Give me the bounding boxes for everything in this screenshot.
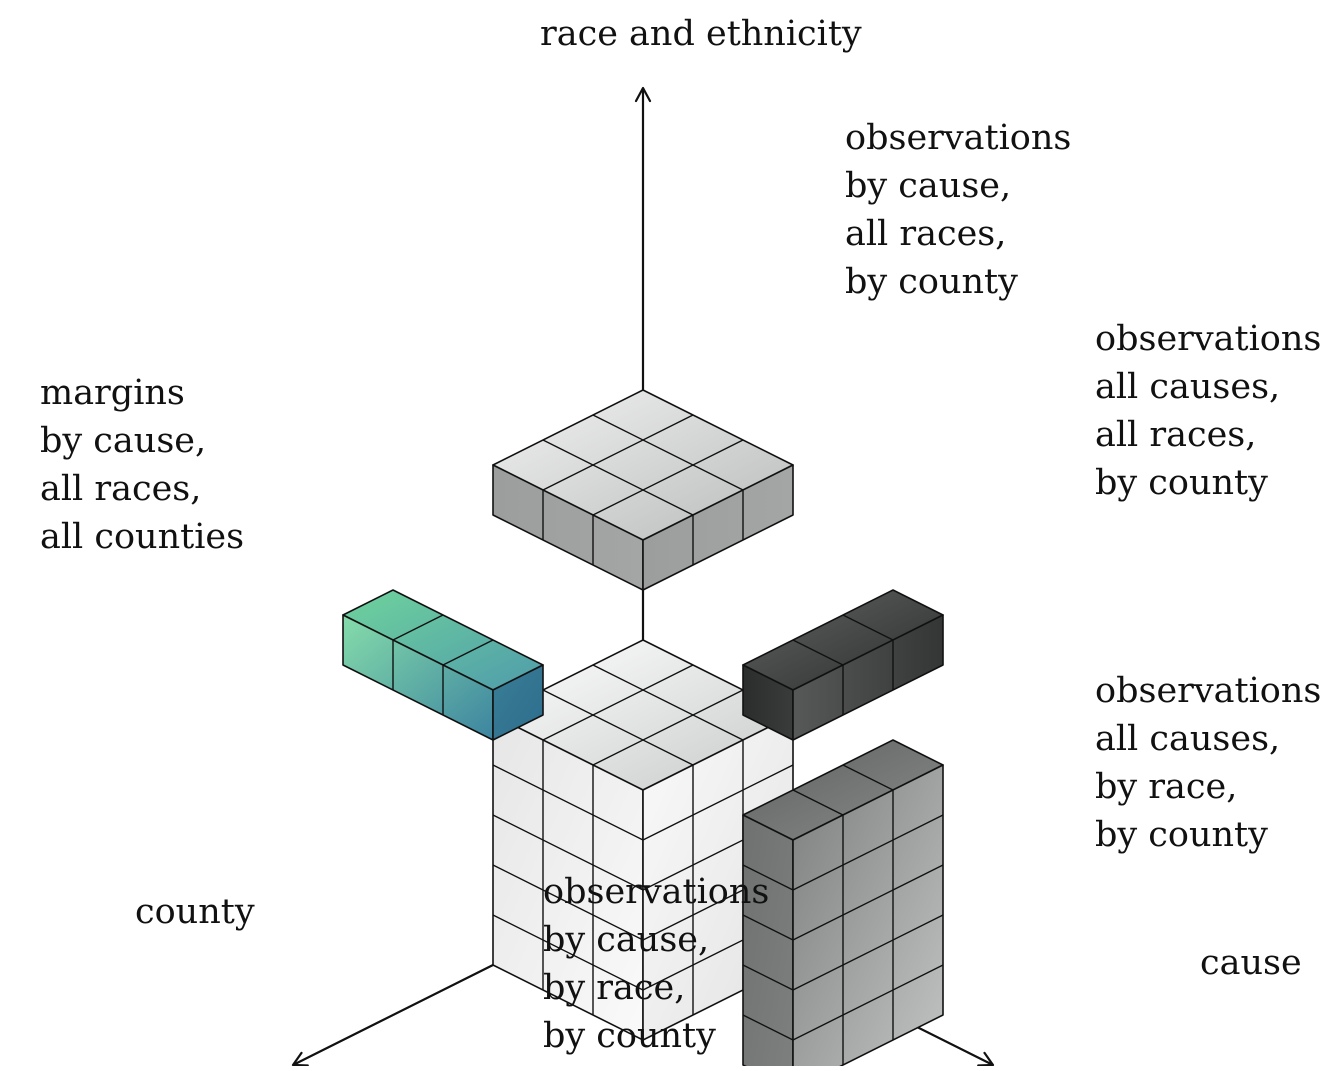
axis-label-cause: cause <box>1200 943 1302 983</box>
label-line: all races, <box>1095 415 1257 455</box>
label-line: all causes, <box>1095 367 1281 407</box>
main-cube-grid-line <box>592 664 744 741</box>
label-line: observations <box>1095 671 1322 711</box>
race-wall-grid-line <box>842 764 894 791</box>
top-slab-grid-line <box>592 414 744 491</box>
label-line: by county <box>1095 815 1268 855</box>
label-line: all races, <box>845 214 1007 254</box>
axis-label-county: county <box>135 892 255 932</box>
race-wall-grid-line <box>792 814 944 891</box>
label-line: all causes, <box>1095 719 1281 759</box>
dark-bar <box>742 589 944 741</box>
label-line: all counties <box>40 517 245 557</box>
label-line: observations <box>543 872 770 912</box>
dark-bar-grid-line <box>792 639 844 666</box>
label-line: by cause, <box>40 421 207 461</box>
axis-race-arrowhead <box>634 86 652 103</box>
race-wall-grid-line <box>742 1014 794 1041</box>
margins-bar <box>342 589 544 741</box>
margins-bar-right-face <box>492 664 544 741</box>
race-wall <box>742 739 944 1071</box>
main-cube-grid-line <box>492 764 644 841</box>
label-line: by county <box>1095 463 1268 503</box>
race-wall-grid-line <box>742 914 794 941</box>
label-line: by cause, <box>543 920 710 960</box>
axis-cause-arrowhead <box>977 1051 995 1067</box>
main-cube-grid-line <box>542 664 694 741</box>
race-wall-grid-line <box>792 914 944 991</box>
race-wall-grid-line <box>792 864 944 941</box>
axis-label-race: race and ethnicity <box>540 14 862 54</box>
main-cube-grid-line <box>592 689 744 766</box>
top-slab <box>492 389 794 591</box>
race-wall-grid-line <box>792 964 944 1041</box>
label-wall: observations all causes, by race, by cou… <box>1095 667 1321 859</box>
label-line: all races, <box>40 469 202 509</box>
label-line: by race, <box>1095 767 1238 807</box>
main-cube-grid-line <box>492 814 644 891</box>
main-cube-grid-line <box>642 764 794 841</box>
main-cube-grid-line <box>542 689 694 766</box>
label-line: observations <box>845 118 1072 158</box>
label-margins: margins by cause, all races, all countie… <box>40 369 244 561</box>
main-cube-grid-line <box>492 914 644 991</box>
top-slab-grid-line <box>542 414 694 491</box>
label-top-slab: observations by cause, all races, by cou… <box>845 114 1071 306</box>
race-wall-grid-line <box>742 964 794 991</box>
label-line: by county <box>845 262 1018 302</box>
top-slab-grid-line <box>542 439 694 516</box>
label-line: margins <box>40 373 185 413</box>
margins-bar-grid-line <box>442 639 494 666</box>
race-wall-grid-line <box>792 789 844 816</box>
axis-county-arrowhead <box>291 1051 309 1067</box>
label-line: by cause, <box>845 166 1012 206</box>
top-slab-grid-line <box>592 439 744 516</box>
label-main-cube: observations by cause, by race, by count… <box>543 868 769 1060</box>
label-dark-bar: observations all causes, all races, by c… <box>1095 315 1321 507</box>
main-cube-grid-line <box>492 864 644 941</box>
race-wall-grid-line <box>742 864 794 891</box>
label-line: by county <box>543 1016 716 1056</box>
margins-bar-grid-line <box>392 614 444 641</box>
dark-bar-grid-line <box>842 614 894 641</box>
label-line: observations <box>1095 319 1322 359</box>
label-line: by race, <box>543 968 686 1008</box>
